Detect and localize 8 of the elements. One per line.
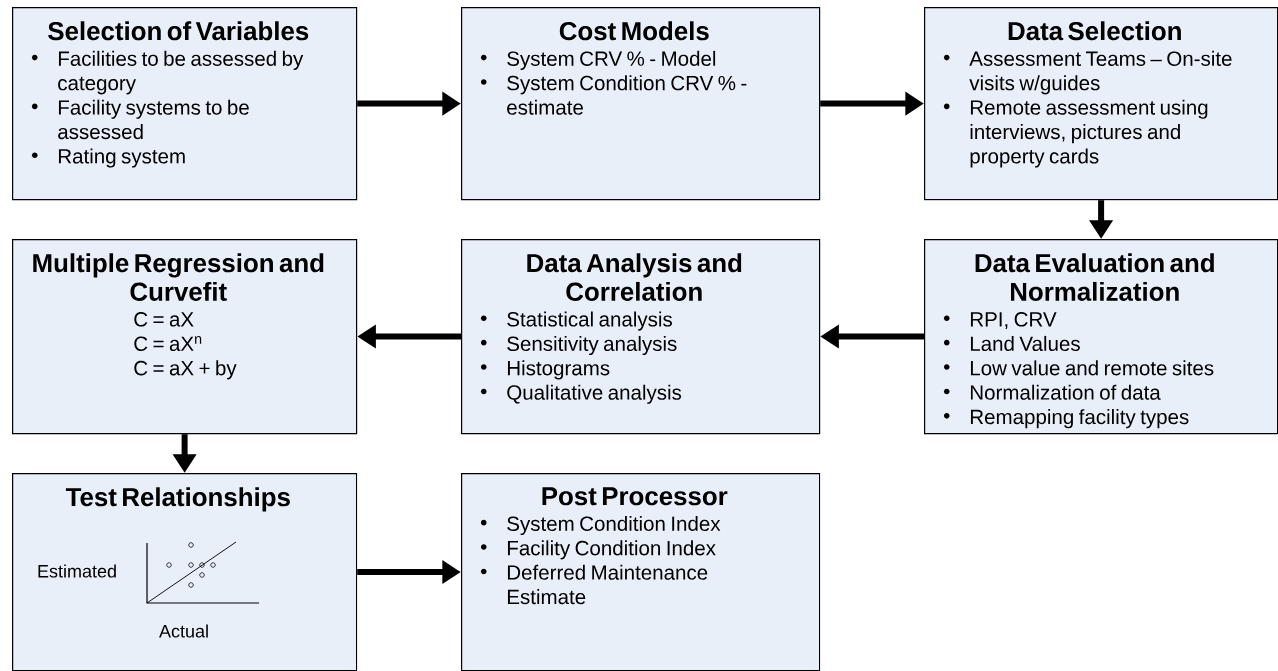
process-box: Post Processor System Condition Index Facility Condition Index Deferred Maintenance Estimate [461,473,821,671]
process-box: Selection of Variables Facilities to be assessed by category Facility systems to be assessed Rating system [12,7,358,201]
process-box: Multiple Regression and Curvefit C = aX C = aX$^{n}$ C = aX + by [12,239,358,435]
process-box: Test Relationships Estimated Actual [12,473,358,671]
process-box: Data Selection Assessment Teams – On-site visits w/guides Remote assessment using interviews, pictures and property cards [924,7,1278,201]
process-box: Cost Models System CRV % - Model System Condition CRV % - estimate [461,7,821,201]
process-box: Data Evaluation and Normalization RPI, CRV Land Values Low value and remote sites Normalization of data Remapping facility types [924,239,1278,435]
process-box: Data Analysis and Correlation Statistical analysis Sensitivity analysis Histograms Qualitative analysis [461,239,821,435]
